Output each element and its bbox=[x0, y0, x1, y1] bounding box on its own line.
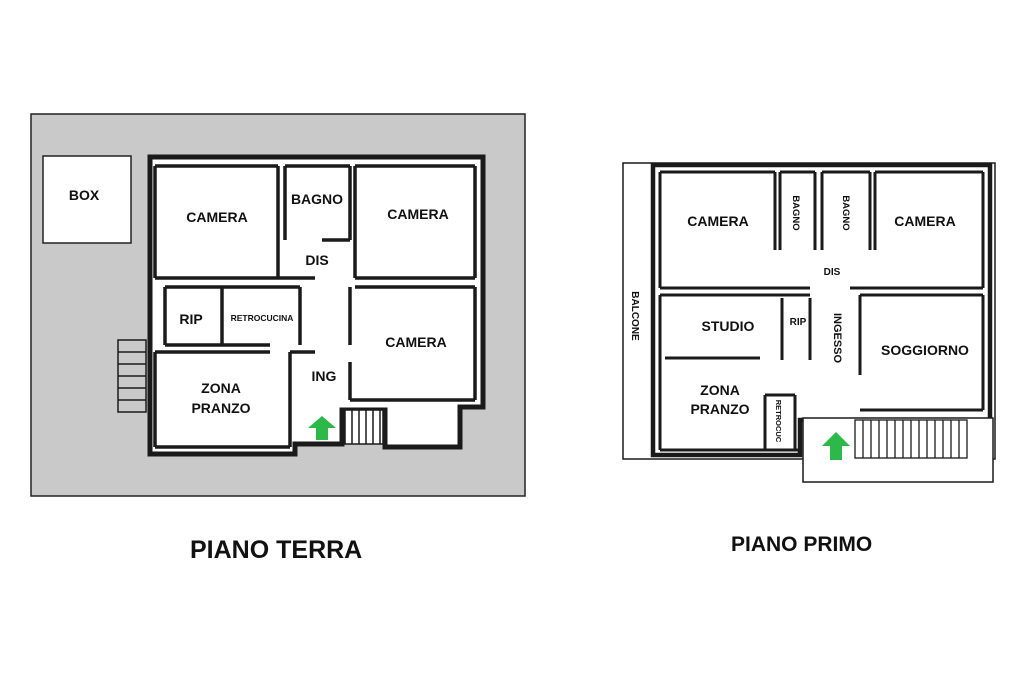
room-label: RIP bbox=[790, 317, 807, 328]
room-label: PRANZO bbox=[690, 401, 749, 417]
room-label: BAGNO bbox=[840, 195, 851, 230]
room-label: CAMERA bbox=[385, 334, 446, 350]
first-floor-outline bbox=[650, 162, 993, 458]
ground-floor-outline bbox=[147, 154, 486, 457]
ground-floor-caption: PIANO TERRA bbox=[190, 536, 363, 564]
room-label: DIS bbox=[824, 267, 841, 278]
ground-side-stairs bbox=[117, 339, 147, 413]
box-garage bbox=[42, 155, 132, 244]
room-label: RETROCUC bbox=[774, 400, 783, 443]
first-floor-walls bbox=[658, 170, 985, 452]
room-label: ZONA bbox=[201, 380, 241, 396]
ground-floor-plan: BOX CAMERA BAGNO CAMERA DIS RIP RETROCUC… bbox=[30, 113, 526, 497]
room-label: BOX bbox=[69, 187, 100, 203]
room-label: CAMERA bbox=[687, 213, 748, 229]
first-entrance-arrow-icon bbox=[822, 432, 850, 460]
room-label: BAGNO bbox=[790, 195, 801, 230]
room-label: INGESSO bbox=[831, 313, 843, 364]
room-label: RETROCUCINA bbox=[231, 313, 294, 323]
room-label: SOGGIORNO bbox=[881, 342, 969, 358]
ground-entrance-arrow-icon bbox=[308, 416, 336, 440]
room-label: RIP bbox=[179, 311, 202, 327]
room-label: ZONA bbox=[700, 382, 740, 398]
room-label: BAGNO bbox=[291, 191, 343, 207]
room-label: CAMERA bbox=[894, 213, 955, 229]
first-floor-stairs bbox=[854, 419, 968, 459]
room-label: STUDIO bbox=[702, 318, 755, 334]
first-floor-plan: CAMERA BAGNO BAGNO CAMERA DIS BALCONE ST… bbox=[622, 162, 996, 483]
room-label: DIS bbox=[305, 252, 328, 268]
ground-floor-walls bbox=[153, 164, 477, 449]
first-floor-caption: PIANO PRIMO bbox=[731, 533, 873, 556]
room-label: CAMERA bbox=[186, 209, 247, 225]
ground-entrance-stairs bbox=[344, 409, 384, 445]
room-label: PRANZO bbox=[191, 400, 250, 416]
room-label: CAMERA bbox=[387, 206, 448, 222]
room-label: ING bbox=[312, 368, 337, 384]
room-label: BALCONE bbox=[629, 291, 640, 341]
